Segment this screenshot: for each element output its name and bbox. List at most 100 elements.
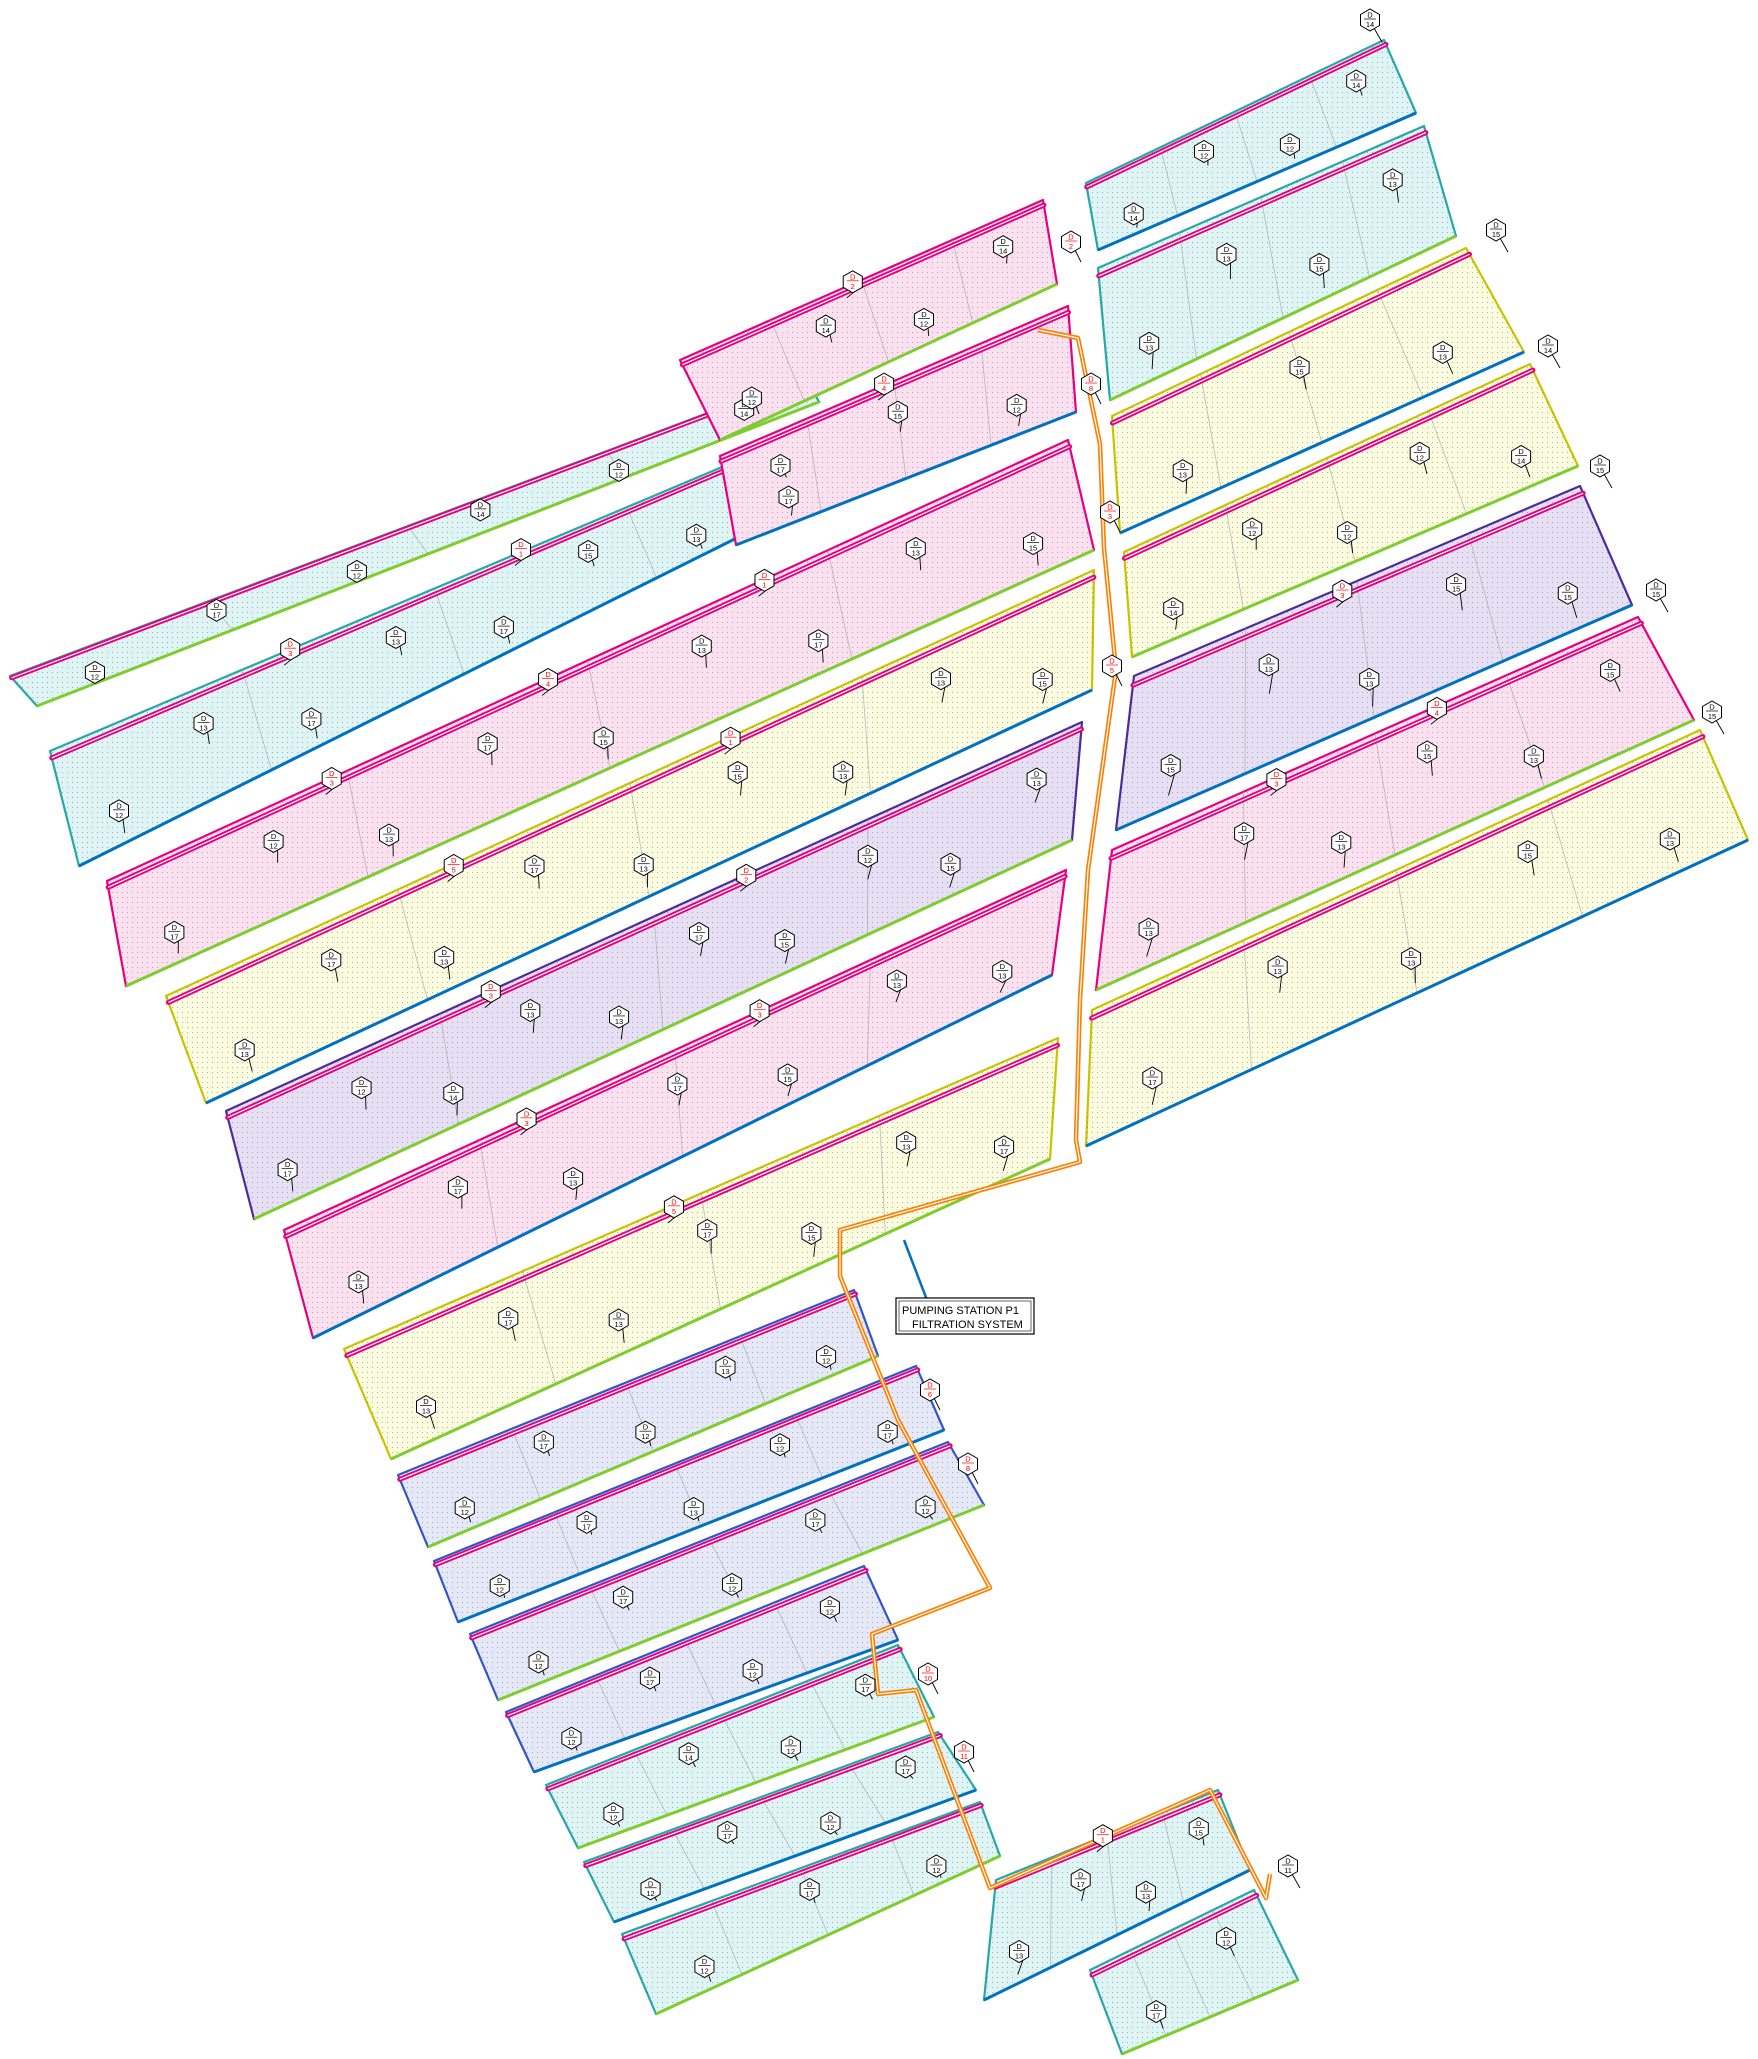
hose-tag: D12 xyxy=(608,458,629,482)
hose-tag: D12 xyxy=(603,1802,624,1827)
hexagon-icon xyxy=(1188,1816,1209,1841)
tag-value: 12 xyxy=(822,1356,830,1365)
sub-block-divider xyxy=(1179,232,1197,360)
tag-value: 15 xyxy=(1452,584,1460,593)
block-A1[interactable] xyxy=(8,374,821,708)
tag-leader xyxy=(919,556,922,571)
block-R1[interactable] xyxy=(1084,38,1418,252)
hose-tag: D12 xyxy=(913,307,934,336)
block-T2[interactable] xyxy=(1088,1888,1300,2056)
hexagon-icon xyxy=(686,523,707,547)
block-B5[interactable] xyxy=(342,1036,1061,1461)
block-S3[interactable] xyxy=(468,1440,986,1702)
block-S4[interactable] xyxy=(504,1564,900,1774)
block-A4[interactable] xyxy=(718,304,1078,547)
tag-prefix: D xyxy=(393,628,399,637)
hexagon-icon xyxy=(385,625,406,649)
hexagon-icon xyxy=(563,1166,584,1190)
hose-tag: D12 xyxy=(857,844,878,880)
pumping-station-label[interactable]: PUMPING STATION P1 FILTRATION SYSTEM xyxy=(895,1239,1035,1335)
tag-value: 17 xyxy=(784,497,792,506)
tag-value: 14 xyxy=(999,247,1007,256)
hexagon-icon xyxy=(993,235,1014,259)
lateral-line-inner xyxy=(168,576,1095,1003)
block-R2[interactable] xyxy=(1096,124,1458,402)
block-R7[interactable] xyxy=(1084,728,1750,1148)
valve-tag: D5 xyxy=(1102,654,1123,687)
block-R3[interactable] xyxy=(1109,246,1526,535)
lateral-line-inner xyxy=(1110,622,1642,859)
sub-block-divider xyxy=(653,916,664,1030)
hexagon-icon xyxy=(263,829,284,853)
tag-prefix: D xyxy=(611,1804,617,1813)
block-A3[interactable] xyxy=(678,198,1059,442)
hexagon-icon xyxy=(593,726,614,750)
lateral-line-inner xyxy=(720,311,1069,462)
block-bottom-edge xyxy=(1131,464,1579,659)
block-A2[interactable] xyxy=(48,424,851,868)
hose-tag: D17 xyxy=(613,1585,634,1611)
tag-prefix: D xyxy=(423,1397,429,1406)
valve-tag: D6 xyxy=(920,1378,941,1411)
hexagon-icon xyxy=(667,1072,688,1096)
tag-prefix: D xyxy=(1171,599,1177,608)
hexagon-icon xyxy=(774,929,795,953)
hexagon-icon xyxy=(1646,578,1666,602)
tag-leader xyxy=(1151,351,1154,370)
block-S5[interactable] xyxy=(544,1643,936,1850)
valve-tag: D4 xyxy=(538,667,559,696)
block-S7[interactable] xyxy=(620,1800,1002,2016)
tag-leader xyxy=(207,731,210,745)
hexagon-icon xyxy=(1123,202,1144,226)
valve-tag: D3 xyxy=(280,637,301,666)
block-S1[interactable] xyxy=(396,1288,880,1549)
block-B2[interactable] xyxy=(164,568,1097,1105)
tag-value: 17 xyxy=(695,933,703,942)
tag-leader xyxy=(248,1057,253,1072)
tag-prefix: D xyxy=(451,856,457,865)
block-R4[interactable] xyxy=(1121,362,1580,659)
tag-leader xyxy=(511,1326,516,1341)
tag-prefix: D xyxy=(584,1513,590,1522)
tag-leader xyxy=(1659,597,1669,613)
block-S6[interactable] xyxy=(582,1730,978,1924)
tag-value: 13 xyxy=(698,646,706,655)
block-emitter-pattern xyxy=(622,1802,1000,2014)
irrigation-blocks xyxy=(8,38,1750,2056)
block-R5[interactable] xyxy=(1114,484,1634,832)
hose-tag: D17 xyxy=(805,1508,826,1534)
tag-prefix: D xyxy=(616,461,622,470)
tag-leader xyxy=(1291,1873,1301,1889)
tag-prefix: D xyxy=(1367,11,1373,20)
sub-block-divider xyxy=(951,239,974,324)
tag-leader xyxy=(1613,678,1621,692)
tag-value: 14 xyxy=(1130,214,1138,223)
sub-block-divider xyxy=(827,550,853,660)
hose-tag: D12 xyxy=(816,1344,837,1370)
tag-value: 15 xyxy=(946,864,954,873)
tag-leader xyxy=(1017,1959,1024,1975)
tag-leader xyxy=(1322,272,1325,289)
tag-value: 12 xyxy=(269,841,277,850)
hose-tag: D17 xyxy=(477,732,498,766)
block-emitter-pattern xyxy=(680,200,1057,440)
tag-value: 12 xyxy=(91,672,99,681)
block-S2[interactable] xyxy=(432,1364,946,1624)
tag-value: 2 xyxy=(1069,242,1073,251)
block-R6[interactable] xyxy=(1094,615,1696,992)
tag-value: 12 xyxy=(776,1445,784,1454)
block-B1[interactable] xyxy=(105,438,1096,988)
tag-value: 15 xyxy=(1492,230,1500,239)
tag-prefix: D xyxy=(921,310,927,319)
valve-tag: D2 xyxy=(842,270,863,299)
tag-prefix: D xyxy=(1249,519,1255,528)
hose-tag: D17 xyxy=(1142,1066,1163,1105)
tag-value: 15 xyxy=(1596,466,1604,475)
hexagon-icon xyxy=(1417,740,1438,764)
hexagon-icon xyxy=(1278,1854,1298,1878)
tag-leader xyxy=(1113,519,1121,533)
hexagon-icon xyxy=(1266,768,1287,792)
hose-tag: D12 xyxy=(489,1574,510,1598)
hexagon-icon xyxy=(1009,1939,1030,1964)
block-B4[interactable] xyxy=(282,868,1068,1340)
